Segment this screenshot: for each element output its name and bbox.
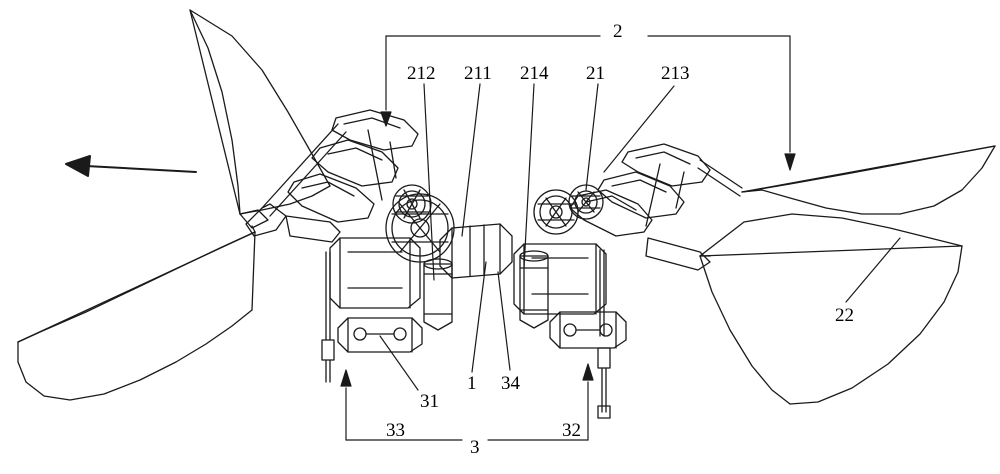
label-33: 33 [386,420,405,441]
label-214: 214 [520,63,549,84]
label-1: 1 [467,373,477,394]
leader-lines [340,35,901,441]
label-22: 22 [835,305,854,326]
wing-left-upper [189,9,331,215]
label-3: 3 [470,437,480,458]
label-21: 21 [586,63,605,84]
label-31: 31 [420,391,439,412]
label-213: 213 [661,63,690,84]
label-212: 212 [407,63,436,84]
wing-right-upper [741,145,996,215]
wing-left-lower [17,231,256,401]
gear-small-left [392,184,432,224]
label-32: 32 [562,420,581,441]
label-34: 34 [501,373,520,394]
gear-large-right [533,189,579,235]
drive-unit-left [239,109,455,383]
wing-right-lower [699,213,963,405]
label-2: 2 [613,21,623,42]
drive-unit-right [513,143,743,419]
direction-arrow [65,155,197,177]
label-211: 211 [464,63,492,84]
fuselage-center-beam [439,223,513,279]
